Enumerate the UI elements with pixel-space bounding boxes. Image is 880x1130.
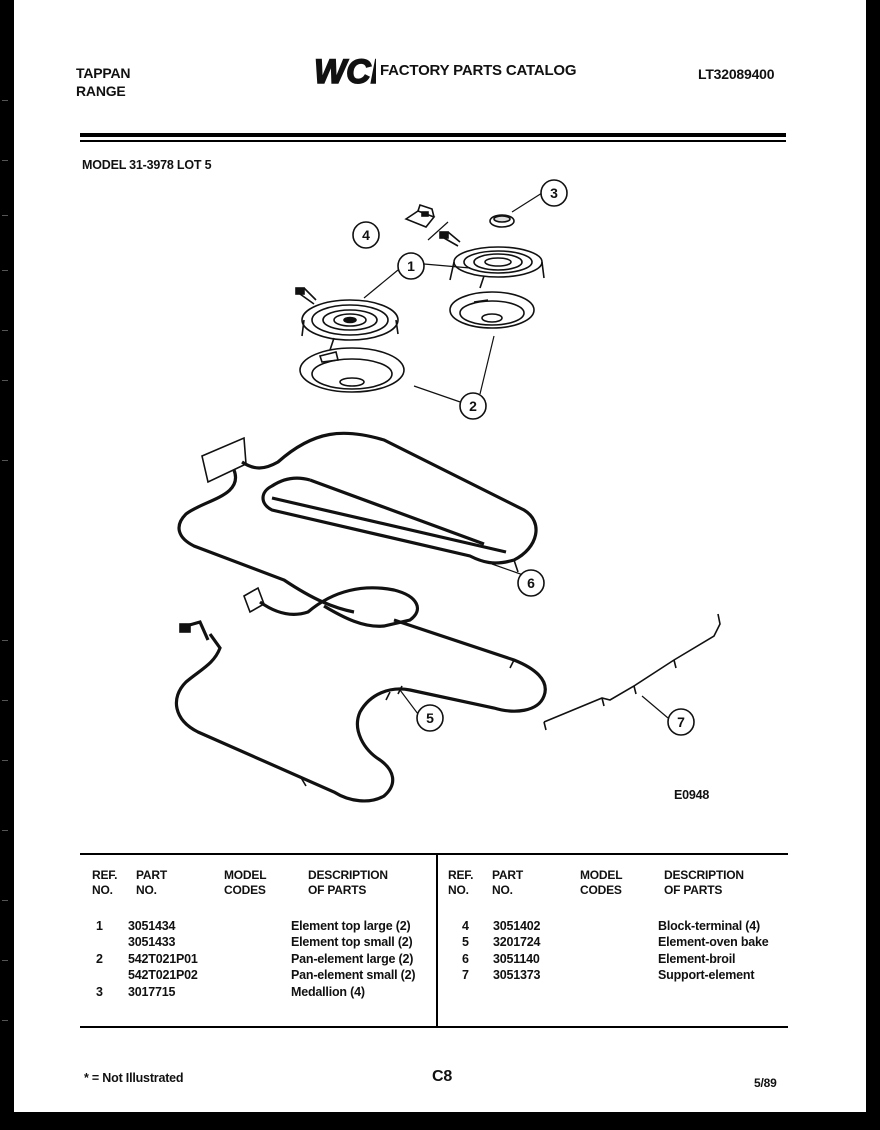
table-divider	[436, 855, 438, 1027]
support-element	[543, 613, 721, 731]
catalog-title: FACTORY PARTS CATALOG	[380, 62, 577, 79]
header-rule-thin	[80, 140, 786, 142]
element-oven-bake	[174, 586, 547, 803]
block-terminal	[404, 203, 436, 228]
model-line: MODEL 31-3978 LOT 5	[82, 158, 212, 172]
callout-2	[459, 392, 487, 420]
callout-7	[667, 708, 695, 736]
callout-label-2: 2	[469, 398, 477, 414]
col-ref-right: REF. NO.	[448, 868, 474, 897]
element-broil	[177, 431, 538, 614]
catalog-page: TAPPAN RANGE WCI FACTORY PARTS CATALOG L…	[14, 0, 866, 1112]
callout-label-6: 6	[527, 575, 535, 591]
col-model: MODEL CODES	[224, 868, 267, 897]
logo-text: WCI	[314, 53, 376, 88]
callout-label-3: 3	[550, 185, 558, 201]
table-bottom-rule	[80, 1026, 788, 1028]
medallion	[489, 214, 515, 228]
callout-6	[517, 569, 545, 597]
footnote: * = Not Illustrated	[84, 1071, 184, 1085]
col-part: PART NO.	[136, 868, 167, 897]
col-ref: REF. NO.	[92, 868, 118, 897]
callout-label-4: 4	[362, 227, 370, 243]
col-desc: DESCRIPTION OF PARTS	[308, 868, 388, 897]
pan-element-small	[449, 291, 535, 329]
col-model-right: MODEL CODES	[580, 868, 623, 897]
callout-1	[397, 252, 425, 280]
element-top-large	[295, 287, 399, 351]
callout-label-1: 1	[407, 258, 415, 274]
callout-label-7: 7	[677, 714, 685, 730]
catalog-number: LT32089400	[698, 66, 775, 82]
header-rule-thick	[80, 133, 786, 137]
product-type: RANGE	[76, 83, 126, 99]
callout-3	[540, 179, 568, 207]
parts-diagram: 1 2 3 4 5 6 7	[174, 179, 721, 803]
brand-name: TAPPAN	[76, 65, 131, 81]
col-desc-right: DESCRIPTION OF PARTS	[664, 868, 744, 897]
table-top-rule	[80, 853, 788, 855]
page-code: C8	[432, 1068, 453, 1085]
element-top-small	[439, 231, 545, 289]
print-date: 5/89	[754, 1076, 777, 1090]
pan-element-large	[299, 347, 405, 393]
callout-5	[416, 704, 444, 732]
callout-label-5: 5	[426, 710, 434, 726]
col-part-right: PART NO.	[492, 868, 523, 897]
figure-code: E0948	[674, 788, 710, 802]
callout-4	[352, 221, 380, 249]
wci-logo: WCI	[312, 52, 382, 92]
